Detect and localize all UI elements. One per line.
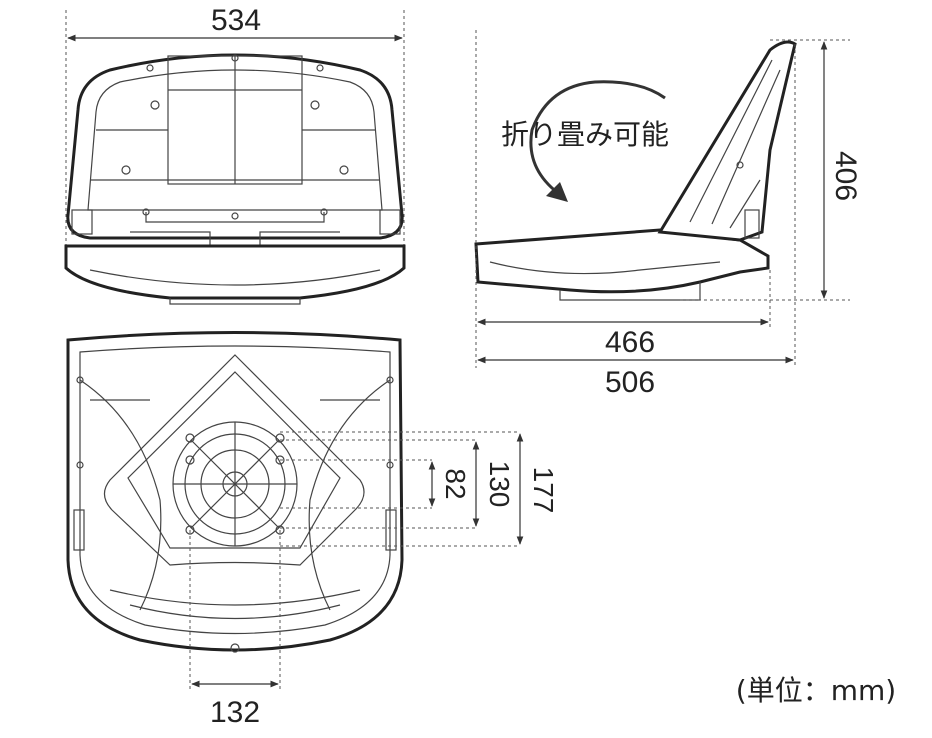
bottom-view: 82 130 177 132: [66, 331, 559, 729]
dim-132: 132: [210, 696, 260, 729]
dim-534: 534: [211, 4, 261, 37]
dim-177: 177: [528, 467, 559, 514]
dim-506: 506: [605, 366, 655, 399]
side-view: 折り畳み可能 406 466 506: [474, 30, 862, 399]
dim-130: 130: [484, 461, 515, 508]
foldable-label: 折り畳み可能: [501, 118, 669, 151]
front-view: 534: [64, 4, 406, 305]
unit-label: (単位：mm): [736, 674, 896, 707]
dim-82: 82: [440, 468, 471, 499]
dim-406: 406: [829, 151, 862, 201]
dim-466: 466: [605, 326, 655, 359]
